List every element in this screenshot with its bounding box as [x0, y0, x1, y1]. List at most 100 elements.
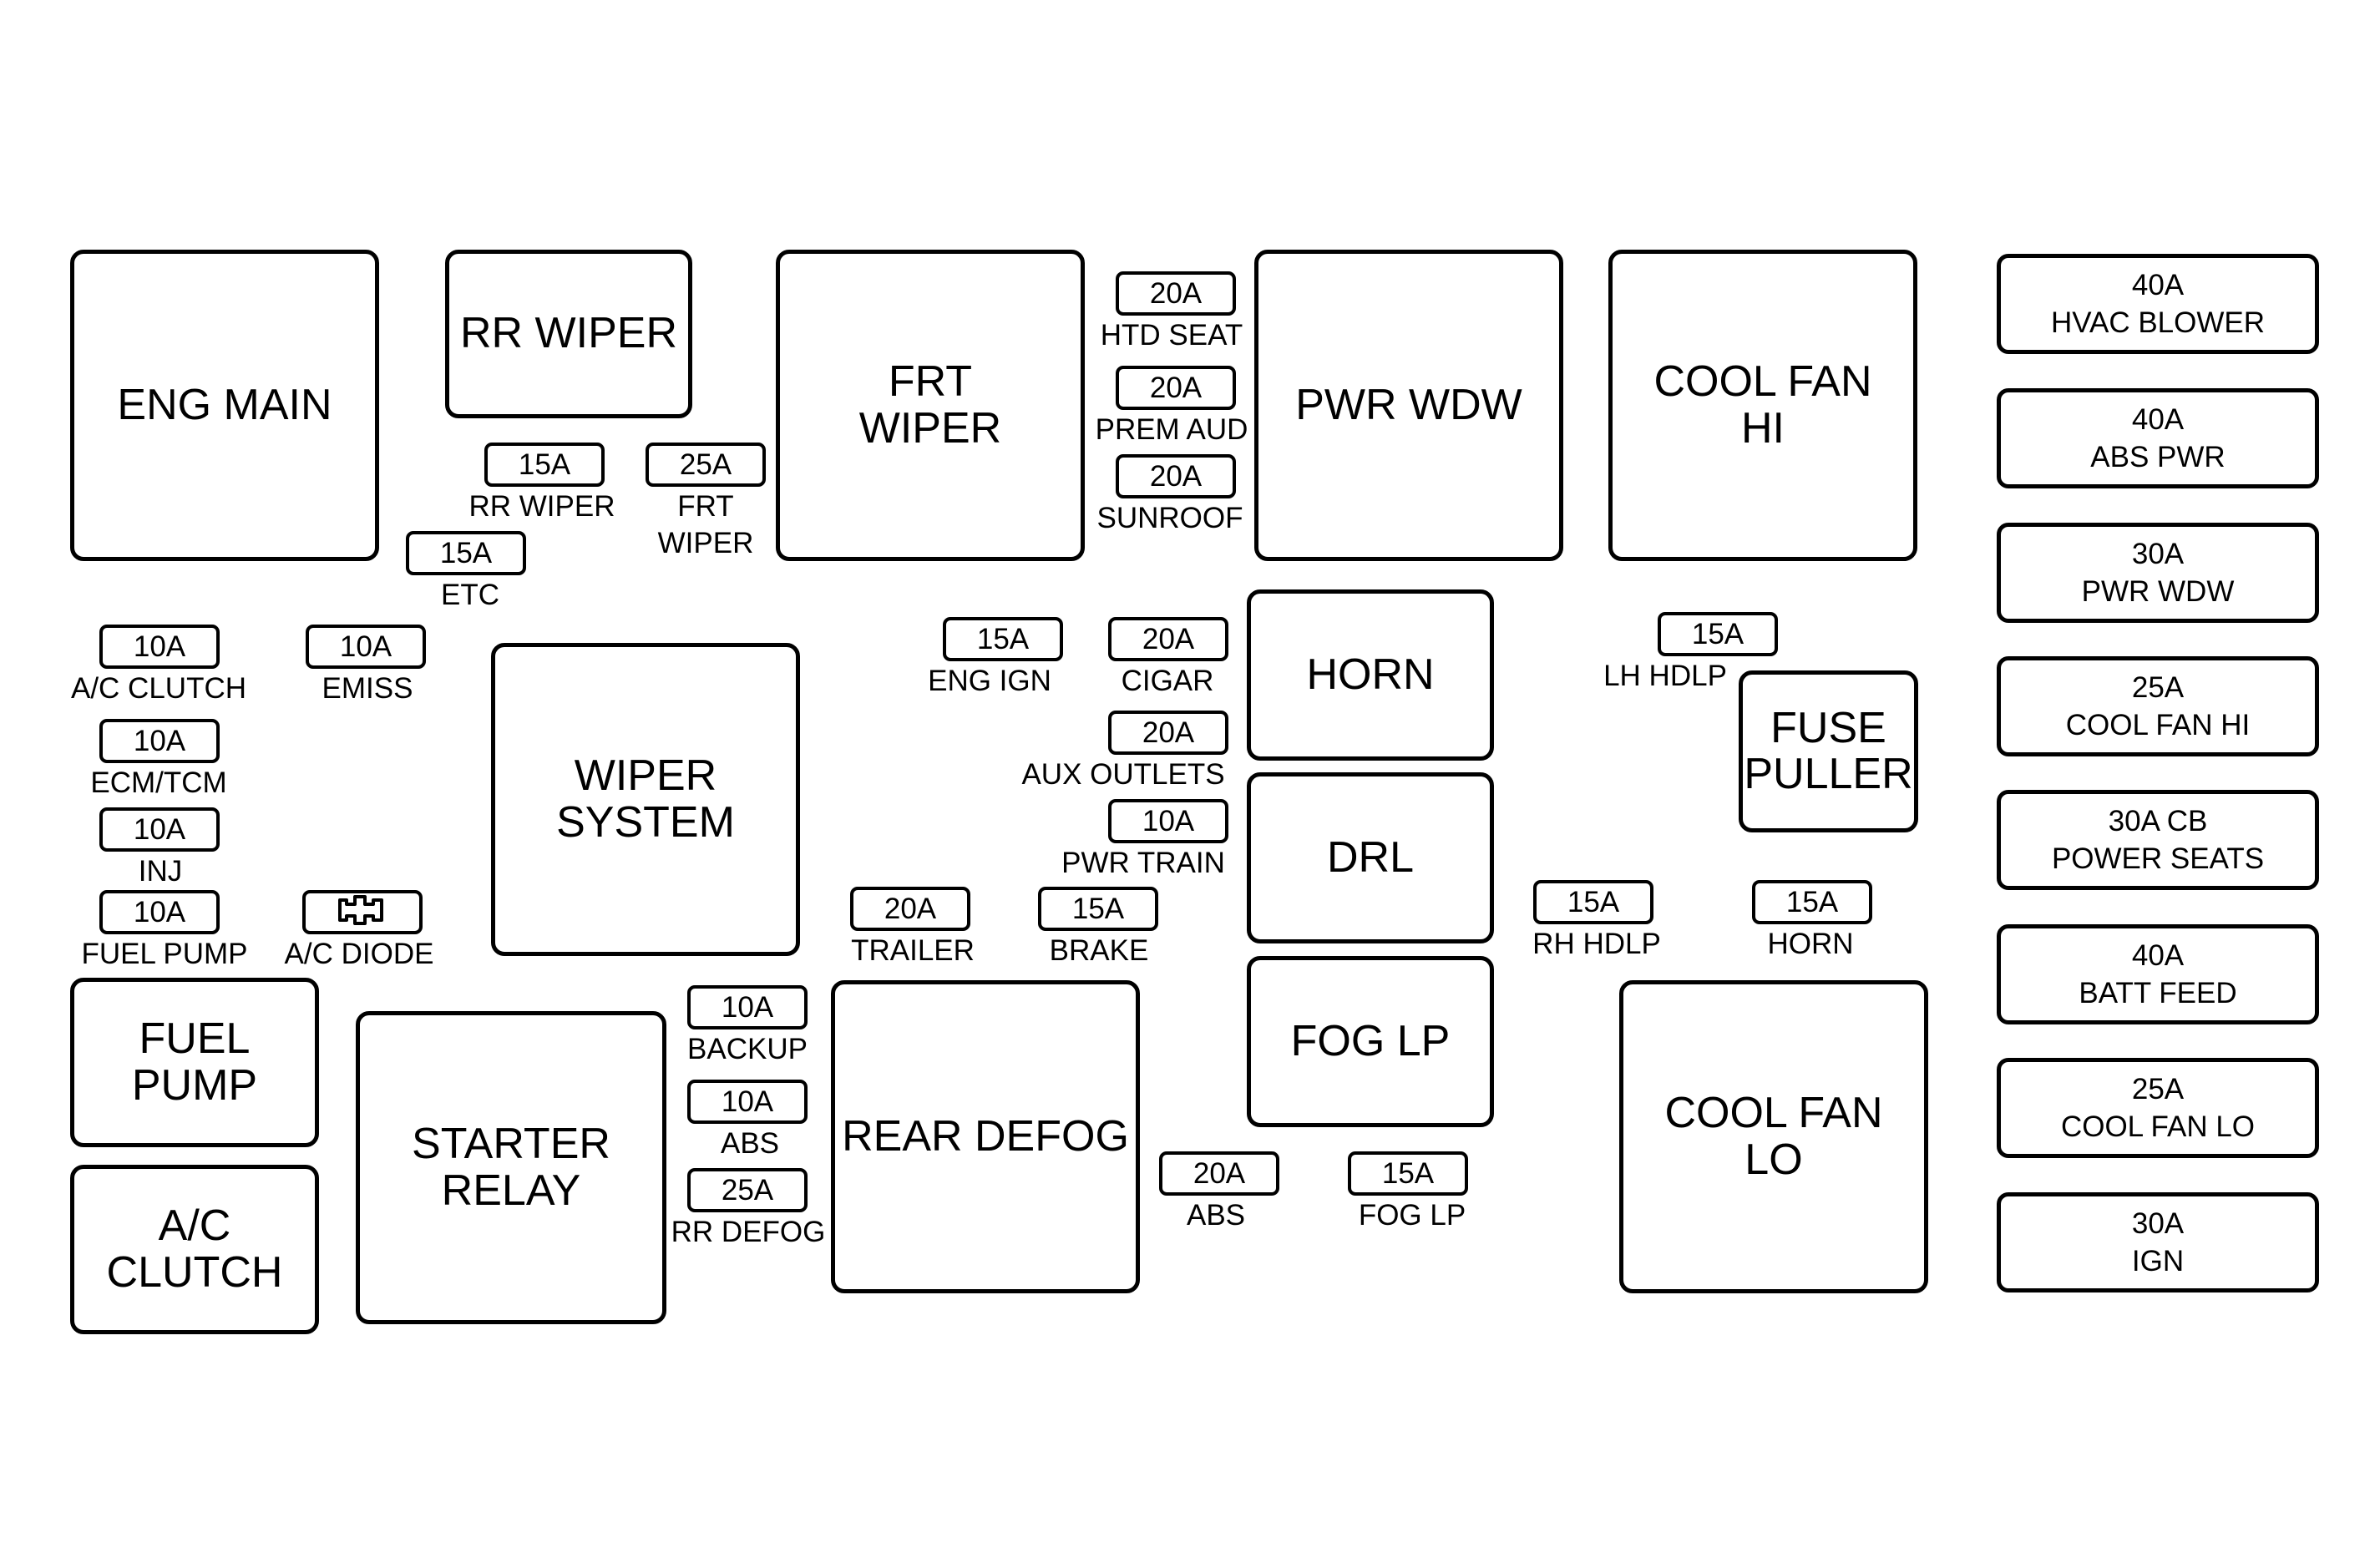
fuse-htd-seat: 20A — [1116, 271, 1236, 316]
relay-fuel-pump: FUEL PUMP — [70, 978, 319, 1147]
relay-label: COOL FAN HI — [1653, 357, 1872, 453]
maxi-fuse-batt-feed: 40A BATT FEED — [1997, 924, 2319, 1024]
relay-label: ENG MAIN — [117, 380, 332, 429]
maxi-fuse-cool-fan-lo: 25A COOL FAN LO — [1997, 1058, 2319, 1158]
maxi-fuse-label: BATT FEED — [2079, 977, 2237, 1009]
fuse-label-etc: ETC — [441, 579, 499, 611]
fuse-label-eng-ign: ENG IGN — [928, 665, 1051, 697]
fuse-rating: 20A — [884, 893, 937, 925]
fuse-label-horn: HORN — [1767, 928, 1854, 960]
fuse-brake: 15A — [1038, 887, 1158, 931]
relay-label: FOG LP — [1290, 1016, 1451, 1065]
fuse-label-rr-defog: RR DEFOG — [671, 1216, 826, 1248]
fuse-rating: 10A — [133, 896, 186, 928]
relay-fog-lp: FOG LP — [1247, 956, 1494, 1127]
fuse-rating: 10A — [133, 813, 186, 846]
fuse-fuel-pump: 10A — [99, 890, 220, 934]
relay-label: PWR WDW — [1295, 380, 1522, 429]
fuse-rr-wiper: 15A — [484, 443, 605, 487]
fuse-rating: 20A — [1149, 372, 1203, 404]
fuse-label-fuel-pump: FUEL PUMP — [81, 938, 248, 970]
relay-label: WIPER SYSTEM — [556, 751, 735, 847]
maxi-fuse-label: COOL FAN LO — [2060, 1110, 2256, 1143]
fuse-label-fog-lp: FOG LP — [1358, 1199, 1466, 1232]
fuse-rating: 10A — [133, 725, 186, 757]
fuse-rating: 20A — [1149, 277, 1203, 310]
diode-label: A/C DIODE — [284, 938, 434, 970]
relay-wiper-system: WIPER SYSTEM — [491, 643, 800, 956]
fuse-label-pwr-train: PWR TRAIN — [1061, 847, 1225, 879]
fuse-label-brake: BRAKE — [1049, 934, 1149, 967]
fuse-label-ac-clutch: A/C CLUTCH — [70, 672, 247, 705]
fuse-rating: 10A — [339, 630, 392, 663]
maxi-fuse-rating: 30A CB — [2108, 804, 2208, 837]
maxi-fuse-rating: 40A — [2131, 402, 2185, 436]
fuse-label-backup: BACKUP — [687, 1033, 808, 1065]
relay-cool-fan-lo: COOL FAN LO — [1619, 980, 1928, 1293]
fuse-inj: 10A — [99, 807, 220, 852]
fuse-rating: 15A — [1381, 1157, 1435, 1190]
relay-fuse-puller: FUSE PULLER — [1739, 670, 1918, 832]
fuse-sunroof: 20A — [1116, 454, 1236, 498]
fuse-rating: 25A — [721, 1174, 774, 1206]
fuse-rr-defog: 25A — [687, 1168, 808, 1212]
fuse-rating: 10A — [133, 630, 186, 663]
fuse-label-cigar: CIGAR — [1121, 665, 1214, 697]
fuse-fog-lp: 15A — [1348, 1151, 1468, 1196]
fuse-rating: 15A — [439, 537, 493, 569]
relay-label: FUSE PULLER — [1744, 703, 1913, 798]
relay-label: HORN — [1306, 650, 1435, 699]
maxi-fuse-abs-pwr: 40A ABS PWR — [1997, 388, 2319, 488]
relay-rr-wiper: RR WIPER — [445, 250, 692, 418]
fuse-label-abs-20a: ABS — [1186, 1199, 1246, 1232]
fuse-aux-outlets: 20A — [1108, 711, 1228, 755]
fuse-frt-wiper: 25A — [646, 443, 766, 487]
relay-cool-fan-hi: COOL FAN HI — [1608, 250, 1917, 561]
maxi-fuse-label: PWR WDW — [2081, 575, 2235, 608]
relay-label: STARTER RELAY — [412, 1120, 610, 1215]
fuse-abs-10a: 10A — [687, 1080, 808, 1124]
relay-pwr-wdw: PWR WDW — [1254, 250, 1563, 561]
maxi-fuse-ign: 30A IGN — [1997, 1192, 2319, 1292]
fuse-label-prem-aud: PREM AUD — [1095, 413, 1248, 446]
maxi-fuse-pwr-wdw: 30A PWR WDW — [1997, 523, 2319, 623]
maxi-fuse-cool-fan-hi: 25A COOL FAN HI — [1997, 656, 2319, 756]
maxi-fuse-rating: 25A — [2131, 670, 2185, 704]
fuse-rating: 20A — [1193, 1157, 1246, 1190]
relay-label: FUEL PUMP — [131, 1014, 258, 1110]
fuse-horn: 15A — [1752, 880, 1872, 924]
fuse-rating: 15A — [1691, 618, 1744, 650]
fuse-rh-hdlp: 15A — [1533, 880, 1653, 924]
maxi-fuse-label: ABS PWR — [2090, 441, 2226, 473]
fuse-backup: 10A — [687, 985, 808, 1029]
fuse-ac-clutch: 10A — [99, 625, 220, 669]
fuse-cigar: 20A — [1108, 617, 1228, 661]
relay-label: COOL FAN LO — [1664, 1089, 1883, 1184]
fuse-label-emiss: EMISS — [322, 672, 413, 705]
fuse-rating: 10A — [721, 991, 774, 1024]
maxi-fuse-label: IGN — [2131, 1245, 2185, 1277]
fuse-rating: 15A — [518, 448, 571, 481]
fuse-label-abs-10a: ABS — [720, 1127, 780, 1160]
fuse-label-trailer: TRAILER — [851, 934, 975, 967]
relay-rear-defog: REAR DEFOG — [831, 980, 1140, 1293]
maxi-fuse-rating: 40A — [2131, 268, 2185, 301]
relay-starter-relay: STARTER RELAY — [356, 1011, 666, 1324]
ac-diode — [302, 890, 423, 934]
fuse-label-sunroof: SUNROOF — [1096, 502, 1243, 534]
fuse-label-lh-hdlp: LH HDLP — [1603, 660, 1727, 692]
fuse-rating: 20A — [1149, 460, 1203, 493]
fuse-rating: 10A — [721, 1085, 774, 1118]
fuse-eng-ign: 15A — [943, 617, 1063, 661]
fuse-rating: 20A — [1142, 623, 1195, 655]
fuse-rating: 15A — [976, 623, 1030, 655]
fuse-abs-20a: 20A — [1159, 1151, 1279, 1196]
maxi-fuse-rating: 25A — [2131, 1072, 2185, 1105]
fuse-label-ecm-tcm: ECM/TCM — [90, 766, 227, 799]
fuse-trailer: 20A — [850, 887, 970, 931]
relay-frt-wiper: FRT WIPER — [776, 250, 1085, 561]
fuse-label-rh-hdlp: RH HDLP — [1532, 928, 1661, 960]
fuse-label-frt-wiper: FRT WIPER — [657, 490, 754, 559]
relay-label: DRL — [1326, 832, 1415, 882]
